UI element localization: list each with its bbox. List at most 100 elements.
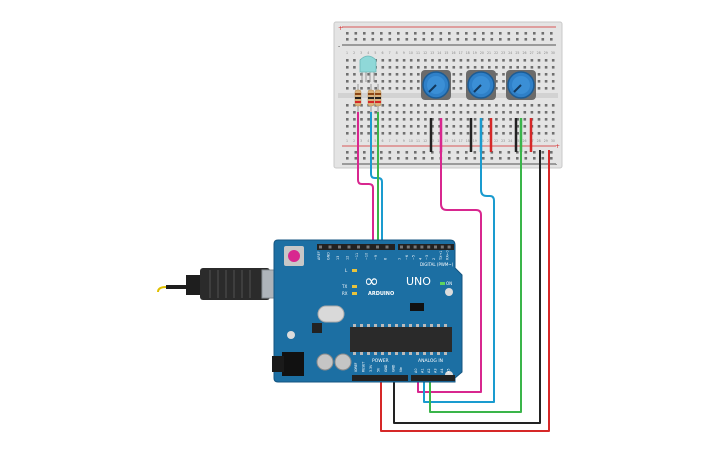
rail-hole[interactable] [533,151,536,154]
wire-magenta-led[interactable] [357,112,374,246]
terminal-hole[interactable] [488,66,491,69]
terminal-hole[interactable] [509,118,512,121]
rail-hole[interactable] [354,38,358,41]
terminal-hole[interactable] [502,59,505,62]
rail-hole[interactable] [422,38,426,41]
rail-hole[interactable] [482,157,485,160]
rail-hole[interactable] [490,38,494,41]
terminal-hole[interactable] [402,59,406,62]
terminal-hole[interactable] [367,118,370,121]
terminal-hole[interactable] [388,118,392,121]
rail-hole[interactable] [354,157,358,160]
rail-hole[interactable] [456,32,460,35]
rail-hole[interactable] [397,32,400,35]
rail-hole[interactable] [541,157,545,160]
terminal-hole[interactable] [388,104,392,107]
terminal-hole[interactable] [431,111,434,114]
terminal-hole[interactable] [551,73,555,76]
terminal-hole[interactable] [551,125,555,128]
terminal-hole[interactable] [530,104,534,107]
terminal-hole[interactable] [438,104,441,107]
terminal-hole[interactable] [551,118,555,121]
terminal-hole[interactable] [502,73,505,76]
rail-hole[interactable] [405,32,409,35]
terminal-hole[interactable] [523,132,527,135]
terminal-hole[interactable] [346,111,349,114]
terminal-hole[interactable] [495,73,498,76]
terminal-hole[interactable] [488,104,491,107]
terminal-hole[interactable] [544,132,548,135]
terminal-hole[interactable] [544,125,548,128]
rail-hole[interactable] [465,32,468,35]
rail-hole[interactable] [346,38,349,41]
terminal-hole[interactable] [388,59,392,62]
rail-hole[interactable] [516,32,519,35]
terminal-hole[interactable] [452,66,456,69]
terminal-hole[interactable] [346,66,349,69]
terminal-hole[interactable] [346,59,349,62]
rail-hole[interactable] [550,157,553,160]
terminal-hole[interactable] [516,59,519,62]
terminal-hole[interactable] [502,66,505,69]
terminal-hole[interactable] [523,111,527,114]
rail-hole[interactable] [550,38,553,41]
terminal-hole[interactable] [417,118,420,121]
rail-hole[interactable] [524,151,528,154]
wire-red-5v[interactable] [380,150,550,432]
header-pin[interactable] [413,245,417,249]
wire-magenta-pot[interactable] [417,152,482,393]
terminal-hole[interactable] [509,66,512,69]
header-pin[interactable] [328,245,332,249]
header-pin[interactable] [440,245,444,249]
rail-hole[interactable] [422,157,426,160]
terminal-hole[interactable] [438,59,441,62]
terminal-hole[interactable] [360,132,363,135]
potentiometer[interactable] [421,70,451,100]
terminal-hole[interactable] [346,87,349,90]
rail-hole[interactable] [473,38,477,41]
terminal-hole[interactable] [346,132,349,135]
terminal-hole[interactable] [537,118,541,121]
terminal-hole[interactable] [374,118,377,121]
terminal-hole[interactable] [346,73,349,76]
terminal-hole[interactable] [381,80,385,83]
terminal-hole[interactable] [445,132,448,135]
terminal-hole[interactable] [495,118,498,121]
rail-hole[interactable] [388,32,392,35]
rail-hole[interactable] [388,38,392,41]
terminal-hole[interactable] [445,66,448,69]
terminal-hole[interactable] [367,125,370,128]
terminal-hole[interactable] [424,118,427,121]
terminal-hole[interactable] [424,104,427,107]
rail-hole[interactable] [541,151,545,154]
rail-hole[interactable] [499,38,502,41]
terminal-hole[interactable] [452,118,456,121]
terminal-hole[interactable] [537,59,541,62]
header-pin[interactable] [376,245,379,249]
rail-hole[interactable] [507,151,511,154]
terminal-hole[interactable] [530,66,534,69]
terminal-hole[interactable] [473,66,477,69]
terminal-hole[interactable] [459,66,463,69]
terminal-hole[interactable] [551,104,555,107]
terminal-hole[interactable] [488,132,491,135]
terminal-hole[interactable] [409,87,413,90]
rail-hole[interactable] [541,32,545,35]
terminal-hole[interactable] [424,132,427,135]
rail-hole[interactable] [490,157,494,160]
header-pin[interactable] [406,245,410,249]
terminal-hole[interactable] [402,132,406,135]
terminal-hole[interactable] [544,118,548,121]
rail-hole[interactable] [371,157,375,160]
terminal-hole[interactable] [424,125,427,128]
terminal-hole[interactable] [551,80,555,83]
terminal-hole[interactable] [353,118,356,121]
terminal-hole[interactable] [353,132,356,135]
rail-hole[interactable] [499,151,502,154]
terminal-hole[interactable] [459,104,463,107]
terminal-hole[interactable] [473,104,477,107]
terminal-hole[interactable] [544,87,548,90]
terminal-hole[interactable] [473,118,477,121]
terminal-hole[interactable] [388,80,392,83]
